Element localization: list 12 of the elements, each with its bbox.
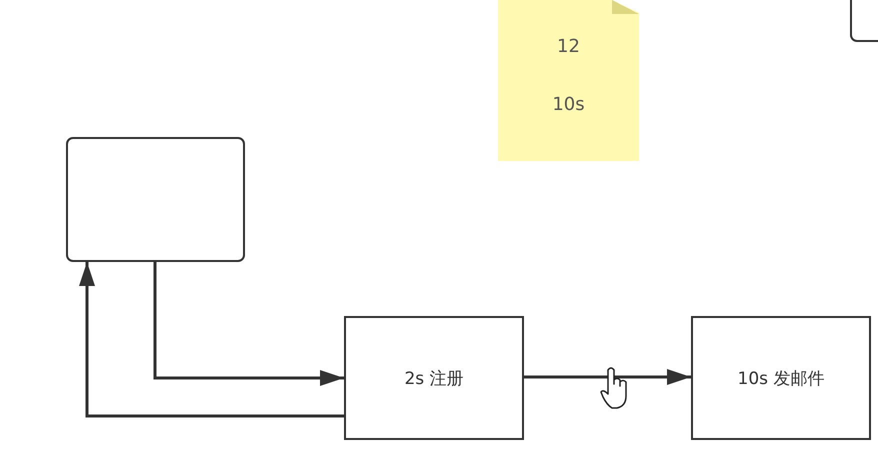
empty-box — [850, 0, 878, 42]
process-box — [691, 316, 871, 440]
arrow — [524, 369, 691, 385]
node-text: 10s 发邮件 — [738, 368, 824, 390]
arrow — [79, 262, 344, 418]
empty-box — [66, 137, 245, 262]
process-box — [344, 316, 524, 440]
sticky-note — [498, 0, 639, 161]
arrow — [154, 262, 344, 386]
node-text: 12 — [557, 36, 580, 57]
node-text: 2s 注册 — [404, 368, 464, 390]
node-text: 10s — [552, 94, 585, 115]
